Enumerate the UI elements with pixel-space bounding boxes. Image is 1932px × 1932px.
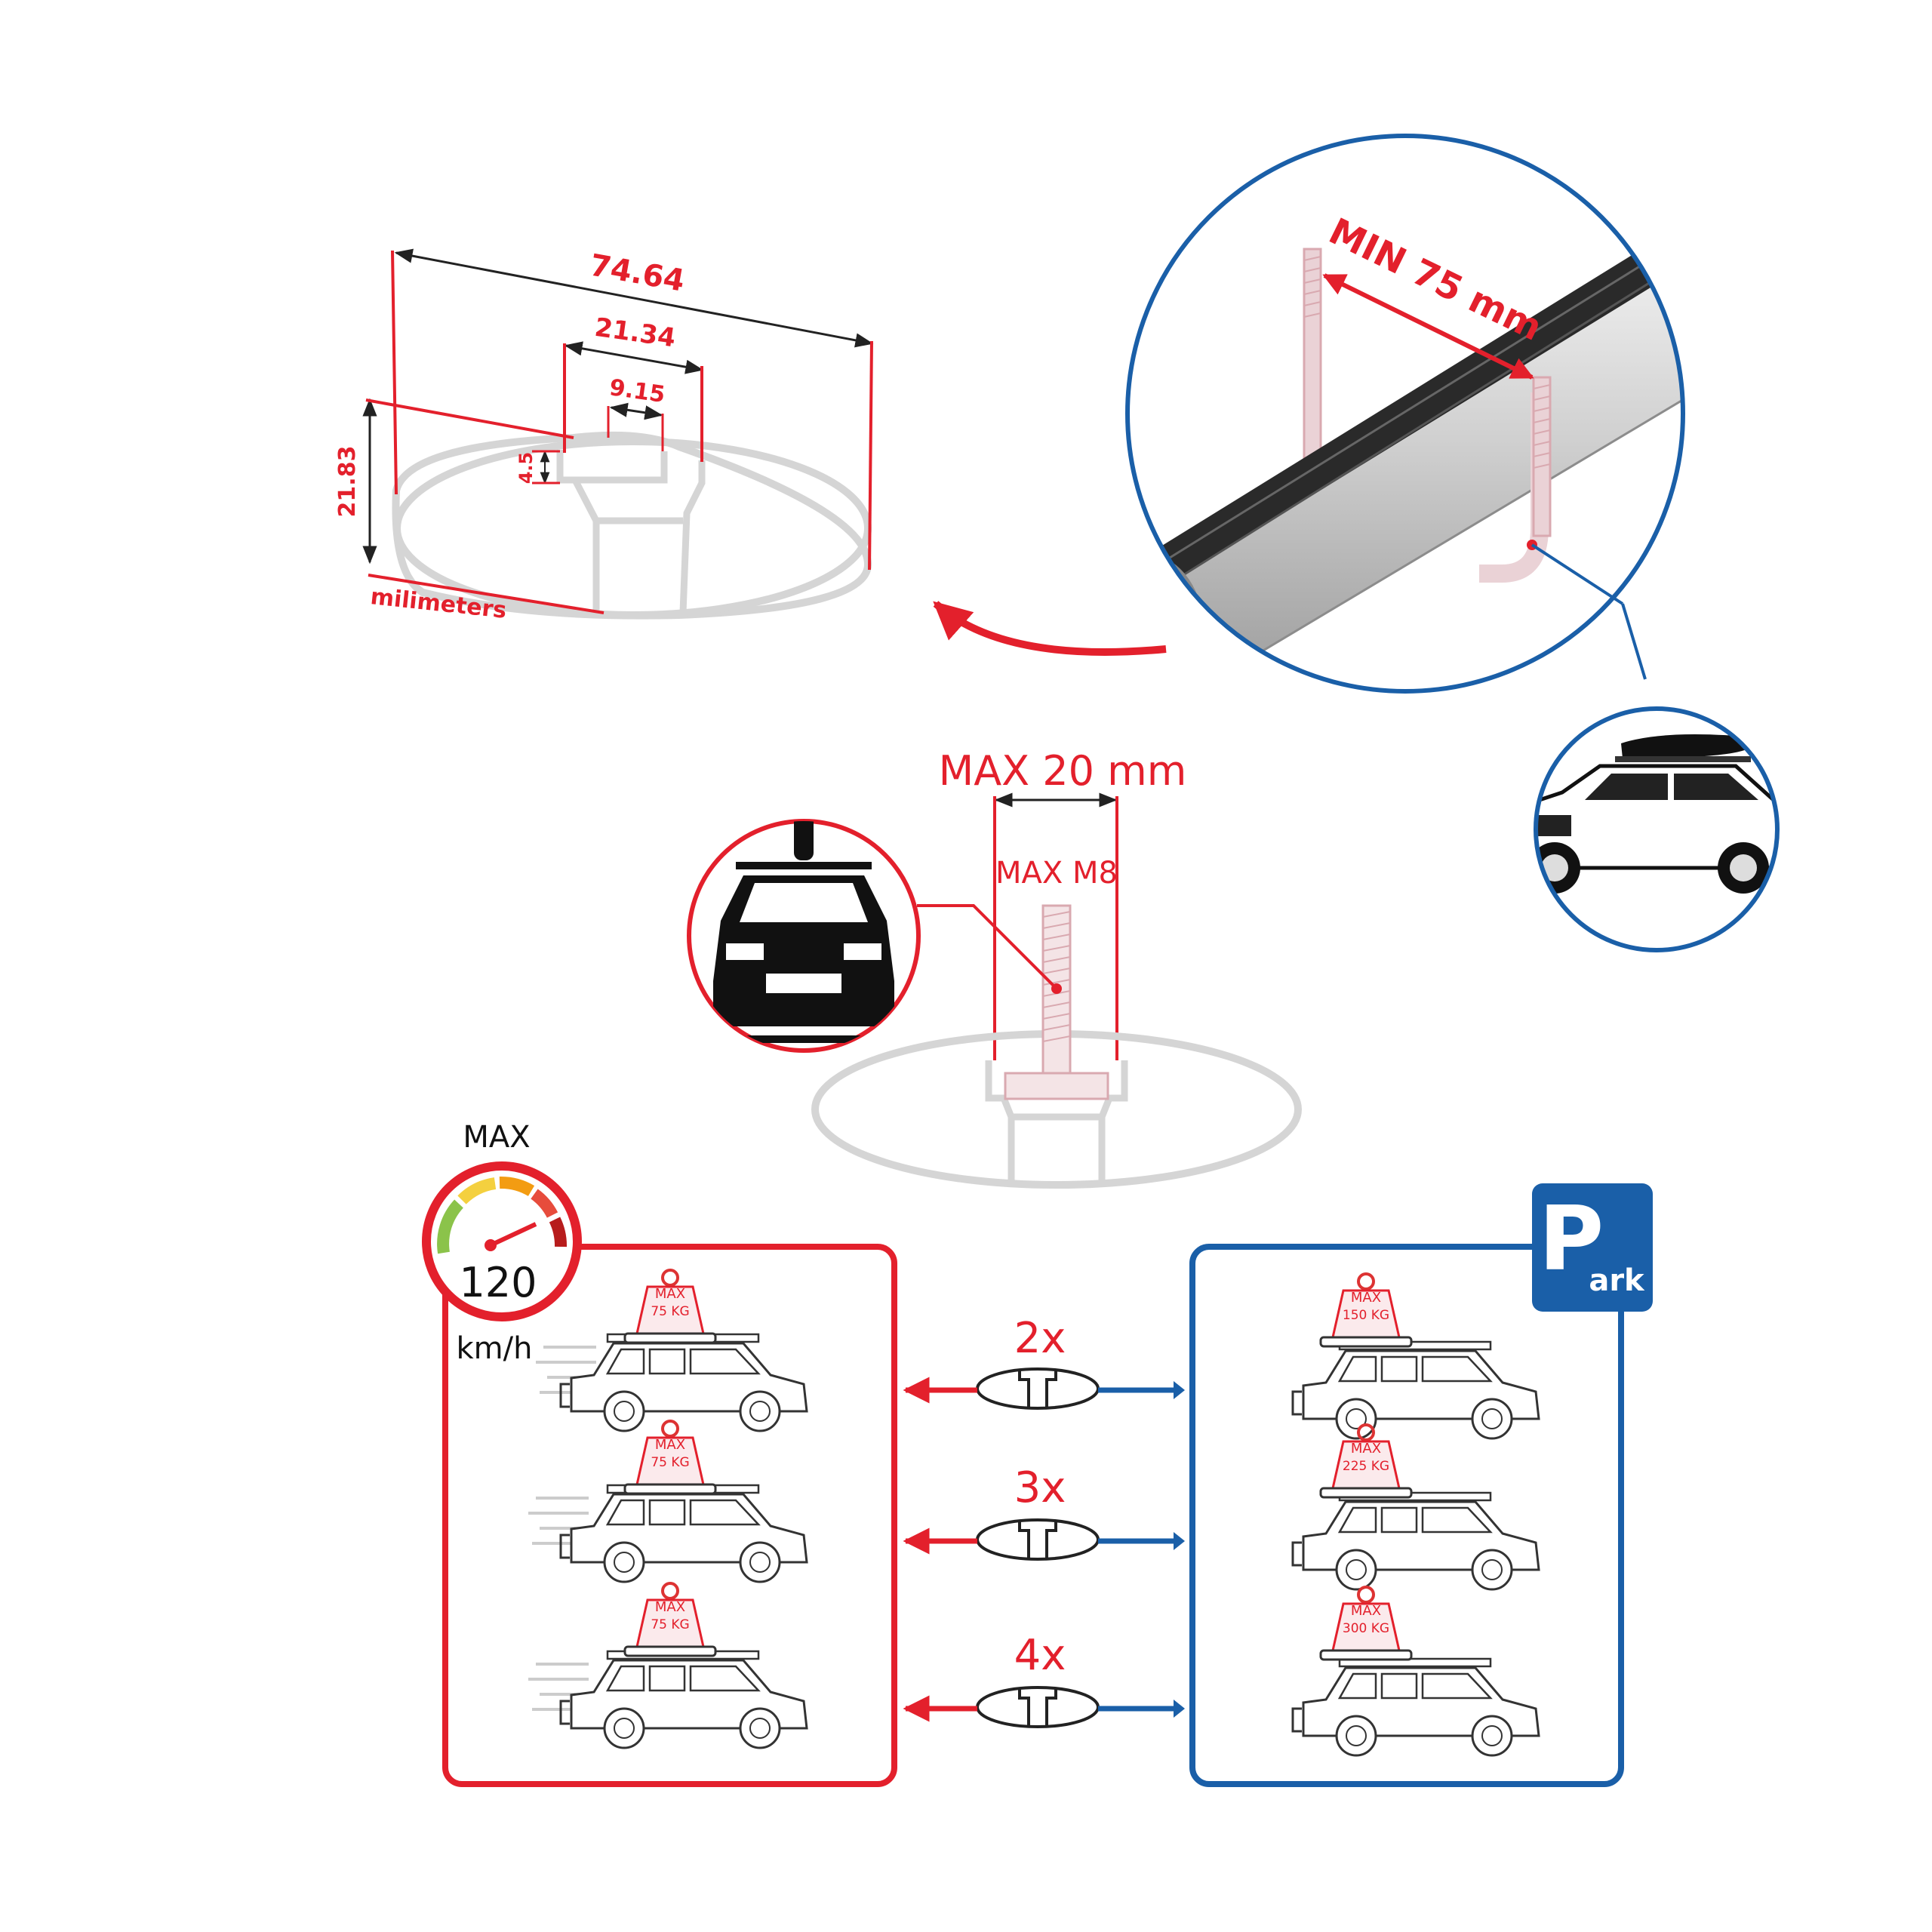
dim-slot-width: 9.15 bbox=[608, 374, 666, 408]
park-letter: P bbox=[1539, 1186, 1604, 1291]
dim-channel-outer: 21.34 bbox=[592, 312, 677, 354]
speed-max-label: MAX bbox=[463, 1120, 530, 1155]
bar-count: 4x bbox=[1014, 1631, 1066, 1680]
driving-weight-label: MAX bbox=[655, 1286, 685, 1302]
speed-gauge-badge: 120 bbox=[422, 1161, 582, 1321]
parking-sign: P ark bbox=[1532, 1183, 1653, 1312]
max-m8-label: MAX M8 bbox=[995, 856, 1118, 891]
curved-arrow bbox=[933, 601, 1167, 656]
dim-height: 21.83 bbox=[334, 446, 361, 518]
suv-with-roofbox bbox=[1534, 706, 1780, 952]
bar-count: 3x bbox=[1014, 1463, 1066, 1512]
dimension-lines bbox=[362, 248, 874, 614]
parked-weight-value: 150 KG bbox=[1343, 1308, 1389, 1323]
parked-weight-label: MAX bbox=[1351, 1290, 1381, 1306]
driving-weight-value: 75 KG bbox=[651, 1617, 689, 1632]
dim-lip: 4.5 bbox=[515, 452, 537, 485]
bar-cross-section bbox=[392, 431, 872, 620]
profile-dimension-drawing: 74.64 21.34 9.15 21.83 4.5 milimeters bbox=[334, 248, 1167, 656]
ubolt-zoom: MIN 75 mm bbox=[1125, 134, 1685, 694]
load-row-1: MAX 75 KG MAX 150 KG 2x bbox=[534, 1269, 1540, 1440]
parked-weight-value: 300 KG bbox=[1343, 1621, 1389, 1636]
dim-unit-label: milimeters bbox=[369, 583, 508, 624]
driving-weight-value: 75 KG bbox=[651, 1304, 689, 1319]
bike-carrier-car bbox=[687, 819, 921, 1053]
parked-weight-value: 225 KG bbox=[1343, 1459, 1389, 1474]
parked-weight-label: MAX bbox=[1351, 1603, 1381, 1619]
speed-value: 120 bbox=[459, 1259, 537, 1306]
load-capacity-table: 120 MAX km/h P ark MAX 75 KG MAX 150 KG … bbox=[422, 1120, 1653, 1787]
driving-weight-label: MAX bbox=[655, 1437, 685, 1453]
load-row-3: MAX 75 KG MAX 300 KG 4x bbox=[527, 1582, 1540, 1757]
tbolt-section: MAX 20 mm MAX M8 bbox=[811, 747, 1302, 1189]
load-row-2: MAX 75 KG MAX 225 KG 3x bbox=[527, 1420, 1540, 1591]
bar-count: 2x bbox=[1014, 1314, 1066, 1363]
max-20mm-label: MAX 20 mm bbox=[939, 747, 1187, 795]
driving-weight-label: MAX bbox=[655, 1599, 685, 1615]
parked-weight-label: MAX bbox=[1351, 1441, 1381, 1457]
driving-weight-value: 75 KG bbox=[651, 1455, 689, 1470]
park-suffix: ark bbox=[1589, 1263, 1645, 1298]
speed-unit: km/h bbox=[457, 1331, 533, 1366]
